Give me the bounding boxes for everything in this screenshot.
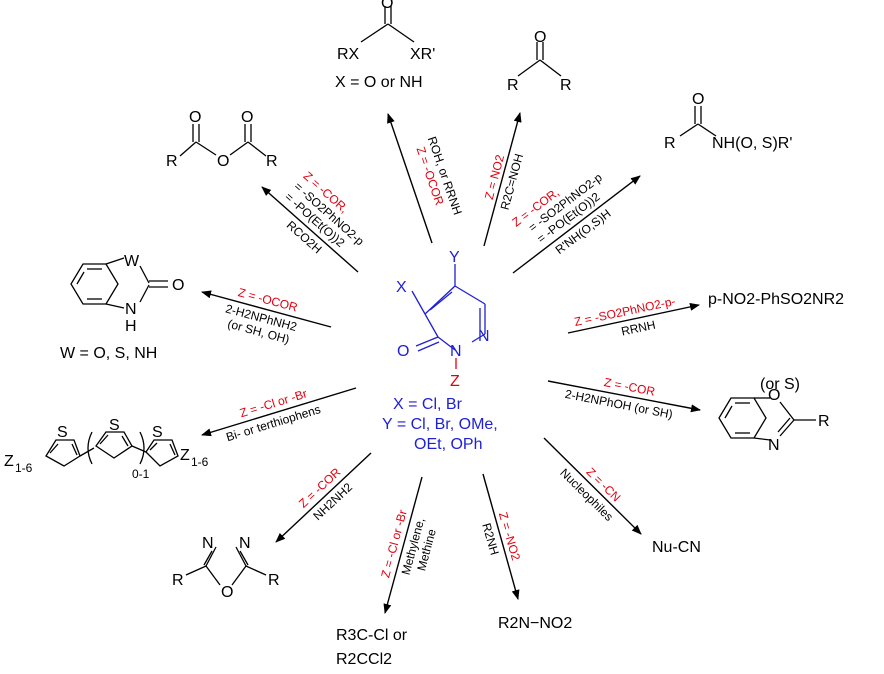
benzoxazole-o: O (768, 387, 780, 404)
core-structure: Y X N N O Z X = Cl, Br Y = Cl, Br, OMe, … (382, 249, 498, 453)
product-benzimidazolone: W O N H W = O, S, NH (60, 253, 184, 362)
benzoxazole-r: R (818, 413, 830, 430)
product-benzoxazole: O N R (or S) (718, 376, 830, 454)
product-amide: O R NH(O, S)R' (664, 91, 792, 152)
arrow-anhydride (261, 186, 359, 273)
oxadiazole-n1: N (202, 535, 214, 552)
benzimidazolone-h: H (125, 318, 137, 335)
product-nitrile: Nu-CN (652, 539, 701, 556)
anhydride-r2: R (266, 153, 278, 170)
product-thiophenes: S S S 0-1 Z 1-6 Z 1-6 (4, 417, 209, 481)
core-o: O (397, 343, 409, 360)
product-nitramine: R2N−NO2 (498, 615, 572, 632)
core-x: X (396, 279, 407, 296)
oxadiazole-o: O (221, 584, 233, 601)
amide-nh: NH(O, S)R' (712, 135, 792, 152)
cond-ketone: Z = NO2 R2C=NOH (482, 152, 526, 211)
oxadiazole-r2: R (268, 572, 280, 589)
arrow-amide (512, 175, 641, 274)
benzoxazole-note: (or S) (760, 376, 800, 393)
reaction-arrows (201, 112, 701, 614)
legend-line-2: Y = Cl, Br, OMe, (382, 416, 498, 433)
arrow-oxadiazole (275, 452, 372, 543)
halide-line-2: R2CCl2 (336, 651, 392, 668)
carbonate-note: X = O or NH (335, 74, 423, 91)
arrow-sulfonamide (567, 302, 700, 334)
amide-r: R (664, 135, 676, 152)
arrow-carbonate (387, 113, 433, 244)
product-anhydride: O O O R R (166, 109, 278, 170)
cond-amide: Z = -COR, = -SO2PhNO2-p = -PO(Et(O))2 R'… (509, 170, 613, 257)
core-y: Y (449, 249, 460, 266)
carbonate-xr: XR' (410, 46, 435, 63)
benzimidazolone-o: O (172, 277, 184, 294)
thiophene-s1: S (57, 424, 68, 441)
cond-nitrile: Z = -CN Nucleophiles (557, 465, 623, 524)
carbonate-rx: RX (337, 46, 360, 63)
carbonate-o: O (381, 0, 393, 12)
anhydride-r1: R (166, 153, 178, 170)
benzimidazolone-n: N (125, 301, 137, 318)
product-ketone: O R R (507, 29, 572, 94)
arrow-ketone (483, 112, 522, 247)
product-carbonate: O RX XR' X = O or NH (335, 0, 435, 91)
legend-line-3: OEt, OPh (414, 436, 482, 453)
core-z: Z (450, 373, 460, 390)
thiophene-s2: S (109, 417, 120, 434)
core-n1: N (450, 343, 462, 360)
thiophene-z2-sub: 1-6 (191, 455, 209, 469)
arrow-halide (383, 476, 423, 614)
ketone-r2: R (560, 77, 572, 94)
oxadiazole-n2: N (239, 535, 251, 552)
anhydride-o2: O (241, 109, 253, 126)
benzimidazolone-note: W = O, S, NH (60, 345, 157, 362)
arrow-nitramine (482, 473, 520, 600)
cond-benzimidazolone: Z = -OCOR 2-H2NPhNH2 (or SH, OH) (224, 285, 300, 346)
product-oxadiazole: N N O R R (172, 535, 280, 601)
anhydride-o3: O (217, 153, 229, 170)
amide-o: O (692, 91, 704, 108)
halide-line-1: R3C-Cl or (336, 627, 408, 644)
cond-anhydride: Z = -COR, = -SO2PhNO2-p = -PO(Et(O))2 RC… (282, 169, 367, 257)
thiophene-s3: S (152, 424, 163, 441)
product-sulfonamide: p-NO2-PhSO2NR2 (708, 291, 844, 308)
cond-nitramine: Z = -NO2 R2NH (479, 510, 523, 562)
ketone-o: O (534, 29, 546, 46)
oxadiazole-r1: R (172, 572, 184, 589)
thiophene-z1-sub: 1-6 (15, 461, 33, 475)
thiophene-z2: Z (180, 447, 190, 464)
legend-line-1: X = Cl, Br (393, 396, 463, 413)
ketone-r1: R (507, 77, 519, 94)
arrow-nitrile (543, 437, 642, 535)
cond-benzoxazole-reagent: 2-H2NPhOH (or SH) (564, 387, 674, 422)
arrow-thiophenes (201, 387, 357, 437)
product-halide: R3C-Cl or R2CCl2 (336, 627, 408, 668)
thiophene-z1: Z (4, 453, 14, 470)
benzoxazole-n: N (768, 437, 780, 454)
benzimidazolone-w: W (124, 253, 140, 270)
thiophene-index: 0-1 (132, 467, 150, 481)
arrow-benzimidazolone (201, 290, 332, 328)
anhydride-o1: O (189, 109, 201, 126)
arrow-benzoxazole (547, 380, 701, 413)
core-n2: N (478, 328, 490, 345)
